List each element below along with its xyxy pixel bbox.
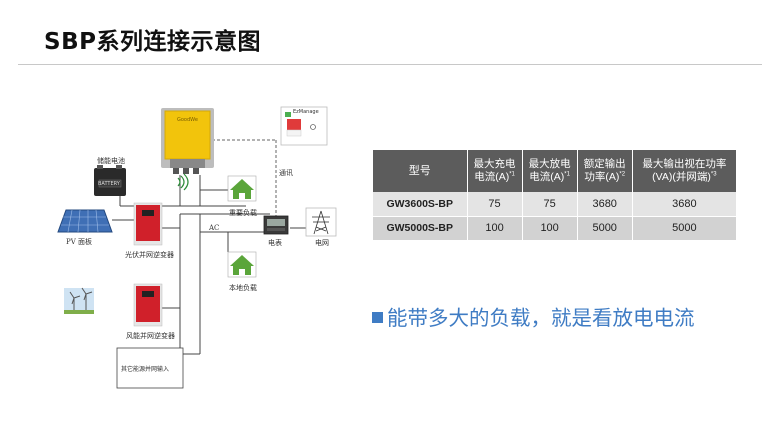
cell-max-discharge: 100 <box>522 216 578 240</box>
bullet-note-text: 能带多大的负载，就是看放电电流 <box>387 306 695 330</box>
pv-panel-icon <box>57 209 113 233</box>
critical-load-house-icon <box>227 175 257 202</box>
wifi-icon <box>177 173 189 191</box>
sbp-inverter <box>161 108 214 174</box>
pv-inverter <box>133 202 163 246</box>
table-row: GW5000S-BP 100 100 5000 5000 <box>373 216 736 240</box>
diagram-wiring <box>57 106 337 389</box>
cell-max-charge: 100 <box>467 216 523 240</box>
wind-turbine-icon <box>64 287 94 314</box>
critical-load-label: 重要负载 <box>229 209 257 217</box>
cell-max-apparent: 5000 <box>632 216 736 240</box>
header-max-discharge: 最大放电电流(A)*1 <box>522 150 578 192</box>
ezmanage-label: EzManage <box>293 109 319 115</box>
title-divider <box>18 64 762 65</box>
battery-text: BATTERY <box>98 181 120 187</box>
connection-diagram: 储能电池 BATTERY GoodWe EzManage 通讯 重要负载 PV … <box>0 0 360 439</box>
spec-table: 型号 最大充电电流(A)*1 最大放电电流(A)*1 额定输出功率(A)*2 最… <box>373 150 736 240</box>
cell-max-apparent: 3680 <box>632 192 736 217</box>
grid-tower-icon <box>305 207 337 237</box>
ac-label: AC <box>209 224 220 232</box>
slide-title: SBP系列连接示意图 <box>44 29 261 55</box>
meter-icon <box>263 215 289 235</box>
bullet-square-icon <box>372 312 383 323</box>
battery-label: 储能电池 <box>97 157 125 165</box>
cell-model: GW5000S-BP <box>373 216 468 240</box>
other-input-box <box>116 347 184 389</box>
header-rated-output: 额定输出功率(A)*2 <box>577 150 633 192</box>
cell-model: GW3600S-BP <box>373 192 468 217</box>
battery-icon <box>94 165 126 196</box>
cell-max-discharge: 75 <box>522 192 578 217</box>
header-max-apparent: 最大输出视在功率(VA)(并网端)*3 <box>632 150 736 192</box>
wind-inverter-label: 风能并网逆变器 <box>126 332 175 340</box>
sbp-brand: GoodWe <box>177 117 198 123</box>
header-model: 型号 <box>373 150 468 192</box>
bullet-note: 能带多大的负载，就是看放电电流 <box>372 301 695 331</box>
wind-inverter <box>133 283 163 327</box>
ezmanage-app-icon <box>280 106 328 146</box>
cell-max-charge: 75 <box>467 192 523 217</box>
pv-inverter-label: 光伏并网逆变器 <box>125 251 174 259</box>
other-input-label: 其它能源并网输入 <box>121 366 170 373</box>
header-max-charge: 最大充电电流(A)*1 <box>467 150 523 192</box>
table-row: GW3600S-BP 75 75 3680 3680 <box>373 192 736 217</box>
cell-rated-output: 5000 <box>577 216 633 240</box>
table-header-row: 型号 最大充电电流(A)*1 最大放电电流(A)*1 额定输出功率(A)*2 最… <box>373 150 736 192</box>
local-load-label: 本地负载 <box>229 284 257 292</box>
meter-label: 电表 <box>268 239 282 247</box>
comm-label: 通讯 <box>279 169 293 177</box>
cell-rated-output: 3680 <box>577 192 633 217</box>
pv-panel-label: PV 面板 <box>66 238 92 246</box>
grid-label: 电网 <box>315 239 329 247</box>
local-load-house-icon <box>227 251 257 278</box>
